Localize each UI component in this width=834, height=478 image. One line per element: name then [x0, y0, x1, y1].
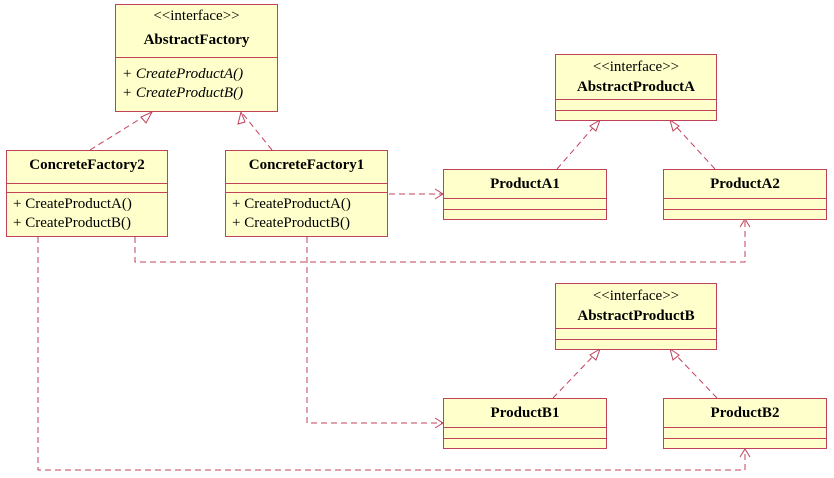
dependency-line	[134, 219, 746, 263]
operation: + CreateProductA()	[122, 66, 244, 82]
realization-line	[552, 350, 599, 399]
stereotype-label: <<interface>>	[153, 8, 240, 24]
class-name: ConcreteFactory2	[29, 157, 145, 173]
class-abstract-factory[interactable]: <<interface>> AbstractFactory + CreatePr…	[115, 4, 278, 112]
realization-line	[242, 113, 273, 151]
realization-line	[556, 121, 599, 170]
class-product-b2[interactable]: ProductB2	[663, 398, 827, 449]
realization-arrowhead	[669, 118, 680, 132]
stereotype-label: <<interface>>	[592, 288, 680, 304]
realization-line	[89, 113, 149, 151]
class-name: ProductA1	[490, 176, 560, 192]
operation: + CreateProductA()	[232, 196, 351, 212]
dependency-arrowhead	[739, 448, 751, 458]
dependency-line	[306, 237, 443, 424]
realization-arrowhead	[669, 347, 680, 361]
class-name: ProductA2	[710, 176, 780, 192]
class-name: AbstractProductA	[576, 79, 696, 95]
operation: + CreateProductA()	[13, 196, 132, 212]
class-product-a2[interactable]: ProductA2	[663, 169, 827, 220]
class-abstract-product-b[interactable]: <<interface>> AbstractProductB	[555, 283, 717, 350]
realization-arrowhead	[589, 118, 601, 132]
operation: + CreateProductB()	[122, 85, 244, 101]
realization-arrowhead	[589, 347, 601, 361]
stereotype-label: <<interface>>	[592, 59, 680, 75]
class-name: AbstractFactory	[143, 32, 250, 48]
realization-line	[671, 350, 718, 399]
realization-line	[671, 121, 716, 170]
class-name: ProductB1	[490, 405, 560, 421]
class-name: AbstractProductB	[577, 308, 695, 324]
dependency-line	[37, 237, 746, 471]
operation: + CreateProductB()	[13, 215, 132, 231]
class-name: ProductB2	[710, 405, 780, 421]
realization-arrowhead	[140, 110, 154, 124]
class-abstract-product-a[interactable]: <<interface>> AbstractProductA	[555, 54, 717, 121]
realization-arrowhead	[237, 110, 246, 125]
class-concrete-factory1[interactable]: ConcreteFactory1 + CreateProductA() + Cr…	[225, 150, 388, 237]
operation: + CreateProductB()	[232, 215, 351, 231]
class-concrete-factory2[interactable]: ConcreteFactory2 + CreateProductA() + Cr…	[6, 150, 168, 237]
class-name: ConcreteFactory1	[248, 157, 365, 173]
class-product-b1[interactable]: ProductB1	[443, 398, 607, 449]
class-product-a1[interactable]: ProductA1	[443, 169, 607, 220]
